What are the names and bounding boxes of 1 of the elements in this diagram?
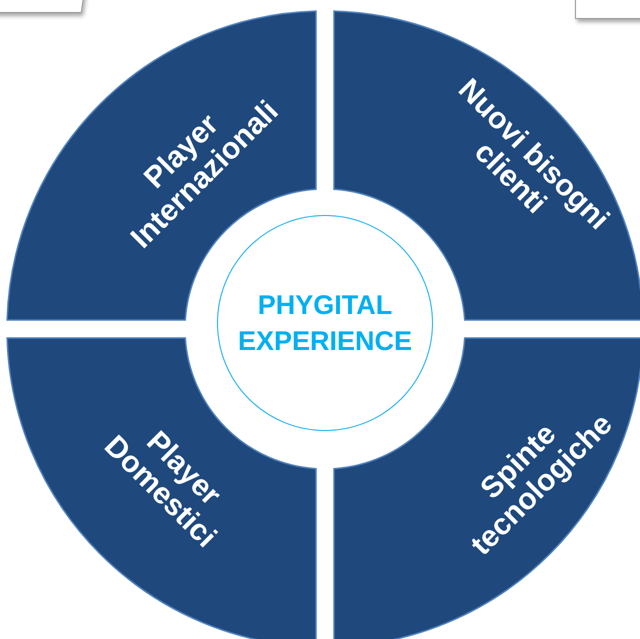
center-label: PHYGITAL EXPERIENCE <box>236 288 414 358</box>
